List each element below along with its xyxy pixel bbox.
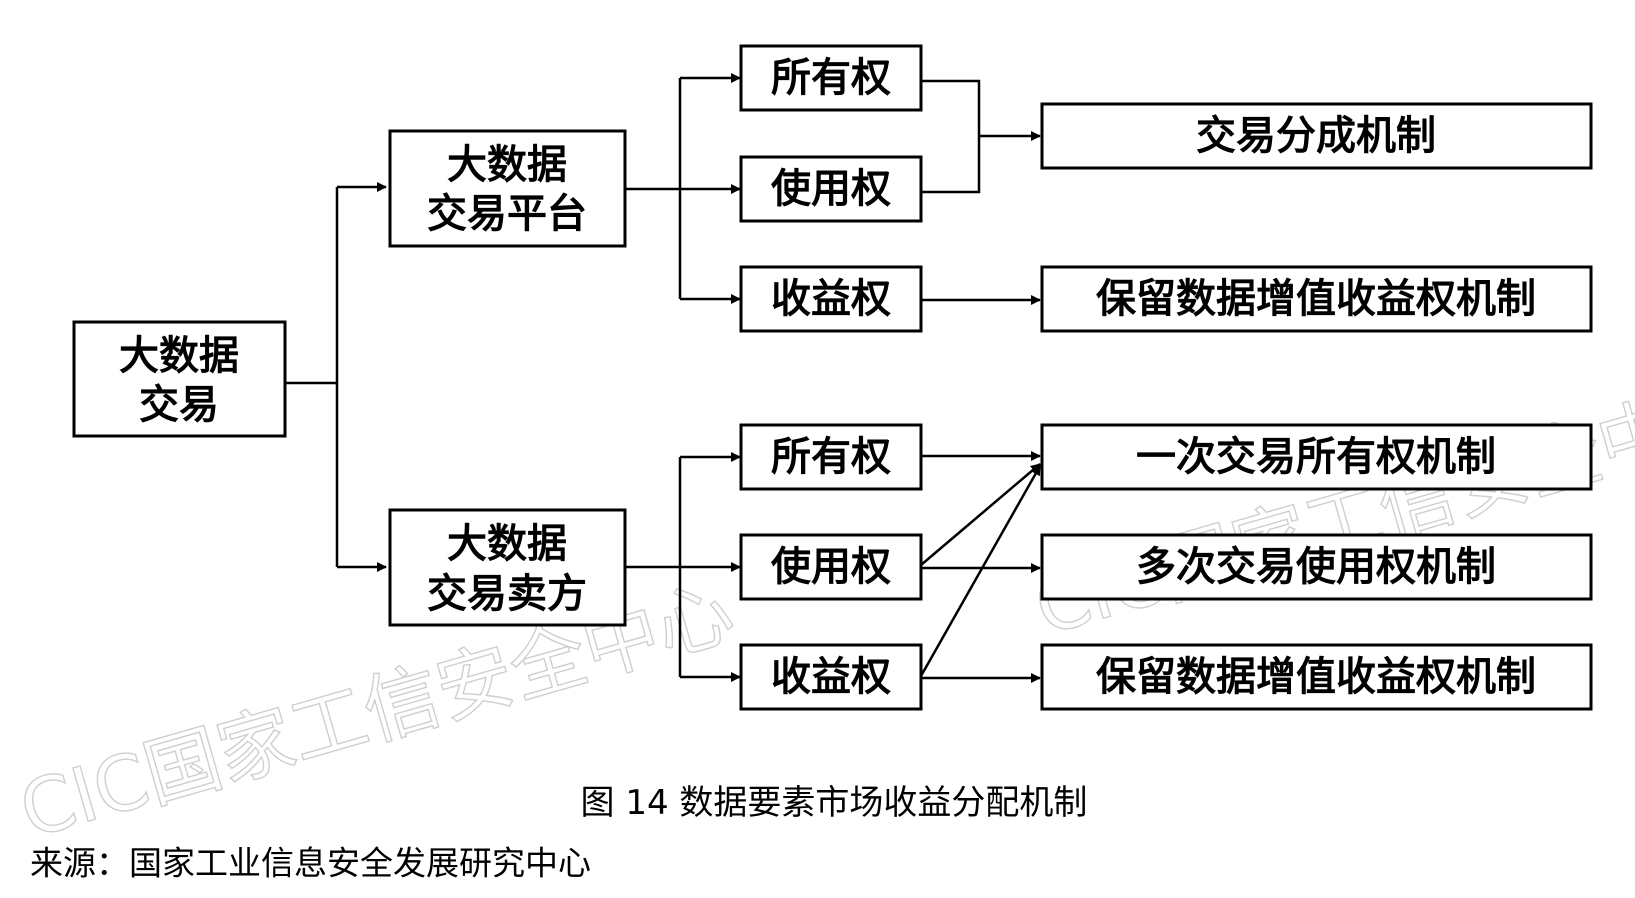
- node-seller-usage-right: 使用权: [739, 533, 923, 601]
- node-platform-usage-right-label: 使用权: [771, 166, 891, 212]
- node-platform-revenue-right: 收益权: [739, 265, 923, 333]
- figure-caption: 图 14 数据要素市场收益分配机制: [581, 783, 1088, 823]
- node-seller-revenue-right: 收益权: [739, 643, 923, 711]
- node-seller-retain-revenue-mechanism-label: 保留数据增值收益权机制: [1096, 654, 1536, 700]
- node-trading-seller: 大数据 交易卖方: [388, 508, 627, 627]
- node-trading-platform-line2: 交易平台: [427, 191, 587, 237]
- connector-usage-to-once: [920, 463, 1041, 566]
- connector-ownership-usage-merge: [921, 79, 981, 194]
- node-one-time-ownership-mechanism: 一次交易所有权机制: [1040, 423, 1593, 491]
- figure-source: 来源：国家工业信息安全发展研究中心: [30, 844, 591, 883]
- node-multi-usage-mechanism-label: 多次交易使用权机制: [1136, 544, 1496, 590]
- node-seller-revenue-right-label: 收益权: [771, 654, 891, 700]
- node-trading-seller-line2: 交易卖方: [427, 571, 587, 617]
- node-trading-platform-line1: 大数据: [447, 142, 567, 188]
- node-seller-usage-right-label: 使用权: [771, 544, 891, 590]
- node-seller-ownership-right-label: 所有权: [771, 434, 891, 480]
- node-trading-seller-line1: 大数据: [447, 521, 567, 567]
- connectors: [285, 73, 1042, 683]
- node-seller-retain-revenue-mechanism: 保留数据增值收益权机制: [1040, 643, 1593, 711]
- node-platform-revenue-right-label: 收益权: [771, 276, 891, 322]
- node-revenue-share-mechanism: 交易分成机制: [1040, 102, 1593, 170]
- node-seller-ownership-right: 所有权: [739, 423, 923, 491]
- node-multi-usage-mechanism: 多次交易使用权机制: [1040, 533, 1593, 601]
- watermark-upper: CIC国家工信安全中心: [1025, 364, 1635, 653]
- node-big-data-trading-line2: 交易: [139, 382, 219, 428]
- node-big-data-trading: 大数据 交易: [72, 320, 287, 438]
- node-platform-retain-revenue-mechanism-label: 保留数据增值收益权机制: [1096, 276, 1536, 322]
- node-revenue-share-mechanism-label: 交易分成机制: [1196, 113, 1436, 159]
- node-trading-platform: 大数据 交易平台: [388, 129, 627, 248]
- node-platform-retain-revenue-mechanism: 保留数据增值收益权机制: [1040, 265, 1593, 333]
- node-big-data-trading-line1: 大数据: [119, 333, 239, 379]
- node-platform-usage-right: 使用权: [739, 155, 923, 223]
- node-platform-ownership-right-label: 所有权: [771, 55, 891, 101]
- node-platform-ownership-right: 所有权: [739, 44, 923, 112]
- connector-revenue-to-once: [919, 465, 1042, 677]
- node-one-time-ownership-mechanism-label: 一次交易所有权机制: [1136, 434, 1496, 480]
